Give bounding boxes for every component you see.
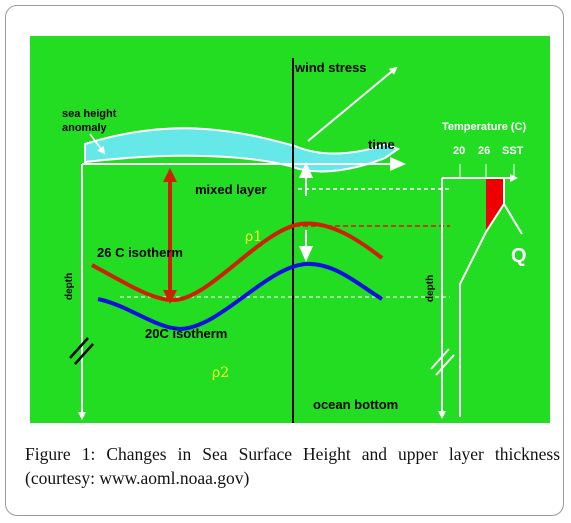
isotherm-26-label: 26 C isotherm	[97, 245, 183, 260]
left-axis-break	[69, 337, 89, 359]
right-axis-break	[435, 354, 455, 376]
tick-label-20: 20	[453, 145, 465, 157]
isotherm-20-label: 20C isotherm	[145, 326, 227, 341]
anomaly-label: anomaly	[62, 122, 108, 134]
tick-label-sst: SST	[502, 145, 524, 157]
diagram-canvas: wind stress sea height anomaly time mixe…	[30, 36, 550, 423]
figure-caption: Figure 1: Changes in Sea Surface Height …	[25, 444, 560, 488]
diagram-background	[30, 36, 550, 423]
wind-stress-label: wind stress	[294, 60, 367, 75]
isotherm-20-curve	[97, 261, 384, 332]
mixed-layer-warming-wedge	[486, 179, 504, 232]
isotherm-26-curve	[91, 221, 384, 303]
left-axis-break	[74, 343, 94, 365]
figure-card: wind stress sea height anomaly time mixe…	[5, 5, 564, 516]
mixed-layer-label: mixed layer	[195, 182, 267, 197]
right-axis-break	[430, 348, 450, 370]
ocean-diagram: wind stress sea height anomaly time mixe…	[30, 36, 550, 423]
tick-label-26: 26	[478, 145, 490, 157]
sea-height-label: sea height	[62, 108, 117, 120]
depth-left-label: depth	[64, 273, 75, 300]
sea-surface-band	[84, 127, 401, 173]
depth-right-label: depth	[425, 275, 436, 302]
time-label: time	[368, 137, 395, 152]
anomaly-pointer	[89, 133, 106, 155]
ocean-bottom-label: ocean bottom	[313, 397, 398, 412]
temperature-profile	[459, 179, 505, 417]
q-label: Q	[511, 245, 527, 267]
rho1-label: ρ1	[245, 229, 262, 245]
q-flux-arrow	[503, 203, 523, 235]
temperature-title: Temperature (C)	[442, 121, 526, 133]
rho2-label: ρ2	[212, 365, 229, 381]
wind-stress-arrow	[307, 66, 398, 142]
